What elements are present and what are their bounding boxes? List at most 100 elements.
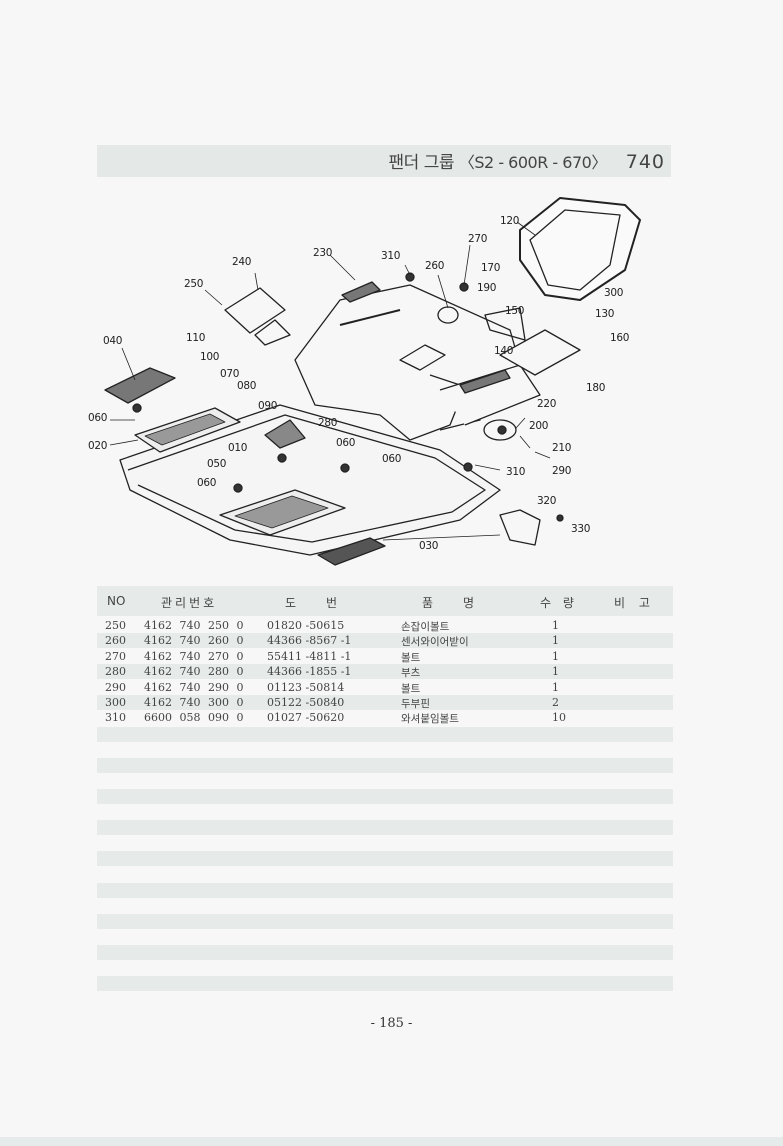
callout-280: 280: [318, 417, 338, 429]
table-row: 260 4162 740 260 0 44366 -8567 -1 센서와이어받…: [97, 633, 673, 648]
cell-no: 300: [105, 696, 126, 709]
header-quantity: 수 량: [540, 596, 578, 610]
callout-110: 110: [186, 332, 206, 344]
table-row: 280 4162 740 280 0 44366 -1855 -1 부츠 1: [97, 664, 673, 679]
callout-120: 120: [500, 215, 520, 227]
scan-edge: [0, 1137, 783, 1146]
callout-010: 010: [228, 442, 248, 454]
table-row: 310 6600 058 090 0 01027 -50620 와셔붙임볼트 1…: [97, 710, 673, 725]
page-number: - 185 -: [370, 1016, 413, 1031]
header-no: NO: [107, 594, 126, 608]
callout-210: 210: [552, 442, 572, 454]
row-band: [97, 695, 673, 710]
cell-no: 280: [105, 665, 126, 678]
callout-060-b: 060: [197, 477, 217, 489]
floor-step: [119, 404, 501, 556]
part-130-bracket: [499, 329, 581, 376]
part-040-pad: [104, 367, 176, 404]
cell-part-name: 볼트: [401, 652, 421, 664]
callout-320: 320: [537, 495, 557, 507]
row-band: [97, 976, 673, 991]
table-row: 300 4162 740 300 0 05122 -50840 두부핀 2: [97, 695, 673, 710]
cell-drawing-number: 01123 -50814: [267, 681, 345, 694]
cell-part-name: 손잡이볼트: [401, 621, 450, 633]
cell-drawing-number: 55411 -4811 -1: [267, 650, 352, 663]
row-band: [97, 727, 673, 742]
cell-part-name: 두부핀: [401, 698, 430, 710]
callout-040: 040: [103, 335, 123, 347]
row-band: [97, 820, 673, 835]
callout-300: 300: [604, 287, 624, 299]
parts-table-header: NO 관리번호 도 번 품 명 수 량 비 고: [97, 586, 673, 616]
part-030-pad: [317, 537, 386, 566]
callout-330: 330: [571, 523, 591, 535]
part-320-plate: [499, 509, 541, 546]
cell-management-number: 4162 740 300 0: [144, 696, 244, 709]
cell-drawing-number: 01027 -50620: [267, 711, 345, 724]
callout-290: 290: [552, 465, 572, 477]
callout-310-top: 310: [381, 250, 401, 262]
cell-management-number: 6600 058 090 0: [144, 711, 244, 724]
callout-190: 190: [477, 282, 497, 294]
part-230-tread: [341, 281, 381, 303]
row-band: [97, 664, 673, 679]
cell-quantity: 1: [552, 681, 559, 694]
cell-no: 290: [105, 681, 126, 694]
table-row: 270 4162 740 270 0 55411 -4811 -1 볼트 1: [97, 649, 673, 664]
callout-270: 270: [468, 233, 488, 245]
callout-170: 170: [481, 262, 501, 274]
callout-160: 160: [610, 332, 630, 344]
callout-220: 220: [537, 398, 557, 410]
header-management-number: 관리번호: [161, 596, 218, 610]
cell-part-name: 부츠: [401, 667, 421, 679]
callout-030: 030: [419, 540, 439, 552]
cell-no: 270: [105, 650, 126, 663]
cell-quantity: 2: [552, 696, 559, 709]
callout-260: 260: [425, 260, 445, 272]
callout-060-c: 060: [336, 437, 356, 449]
group-number: 740: [625, 151, 665, 173]
cell-quantity: 1: [552, 665, 559, 678]
row-band: [97, 945, 673, 960]
cell-quantity: 1: [552, 634, 559, 647]
cell-drawing-number: 05122 -50840: [267, 696, 345, 709]
cell-drawing-number: 01820 -50615: [267, 619, 345, 632]
callout-070: 070: [220, 368, 240, 380]
callout-200: 200: [529, 420, 549, 432]
cell-no: 310: [105, 711, 126, 724]
callout-140: 140: [494, 345, 514, 357]
cell-drawing-number: 44366 -1855 -1: [267, 665, 352, 678]
table-row: 250 4162 740 250 0 01820 -50615 손잡이볼트 1: [97, 618, 673, 633]
callout-060-d: 060: [382, 453, 402, 465]
callout-240: 240: [232, 256, 252, 268]
callout-090: 090: [258, 400, 278, 412]
cell-no: 250: [105, 619, 126, 632]
part-120-seat: [519, 197, 641, 301]
parts-diagram: 010 020 030 040 050 060 060 060 060 070 …: [80, 190, 680, 580]
callout-310-bottom: 310: [506, 466, 526, 478]
cell-part-name: 와셔붙임볼트: [401, 713, 459, 725]
part-240-plate: [224, 287, 286, 334]
callout-180: 180: [586, 382, 606, 394]
part-fender: [294, 284, 521, 441]
cell-no: 260: [105, 634, 126, 647]
row-band: [97, 914, 673, 929]
callout-100: 100: [200, 351, 220, 363]
cell-quantity: 1: [552, 650, 559, 663]
cell-quantity: 1: [552, 619, 559, 632]
cell-management-number: 4162 740 260 0: [144, 634, 244, 647]
part-200-ring: [483, 419, 517, 441]
row-band: [97, 633, 673, 648]
page-title: 팬더 그룹 〈S2 - 600R - 670〉 740: [389, 148, 665, 173]
cell-part-name: 센서와이어받이: [401, 636, 469, 648]
row-band: [97, 851, 673, 866]
row-band: [97, 789, 673, 804]
header-remarks: 비 고: [614, 596, 655, 610]
callout-080: 080: [237, 380, 257, 392]
callout-020: 020: [88, 440, 108, 452]
cell-management-number: 4162 740 250 0: [144, 619, 244, 632]
cell-part-name: 볼트: [401, 683, 421, 695]
group-title: 팬더 그룹: [388, 153, 455, 173]
table-row: 290 4162 740 290 0 01123 -50814 볼트 1: [97, 680, 673, 695]
callout-250: 250: [184, 278, 204, 290]
